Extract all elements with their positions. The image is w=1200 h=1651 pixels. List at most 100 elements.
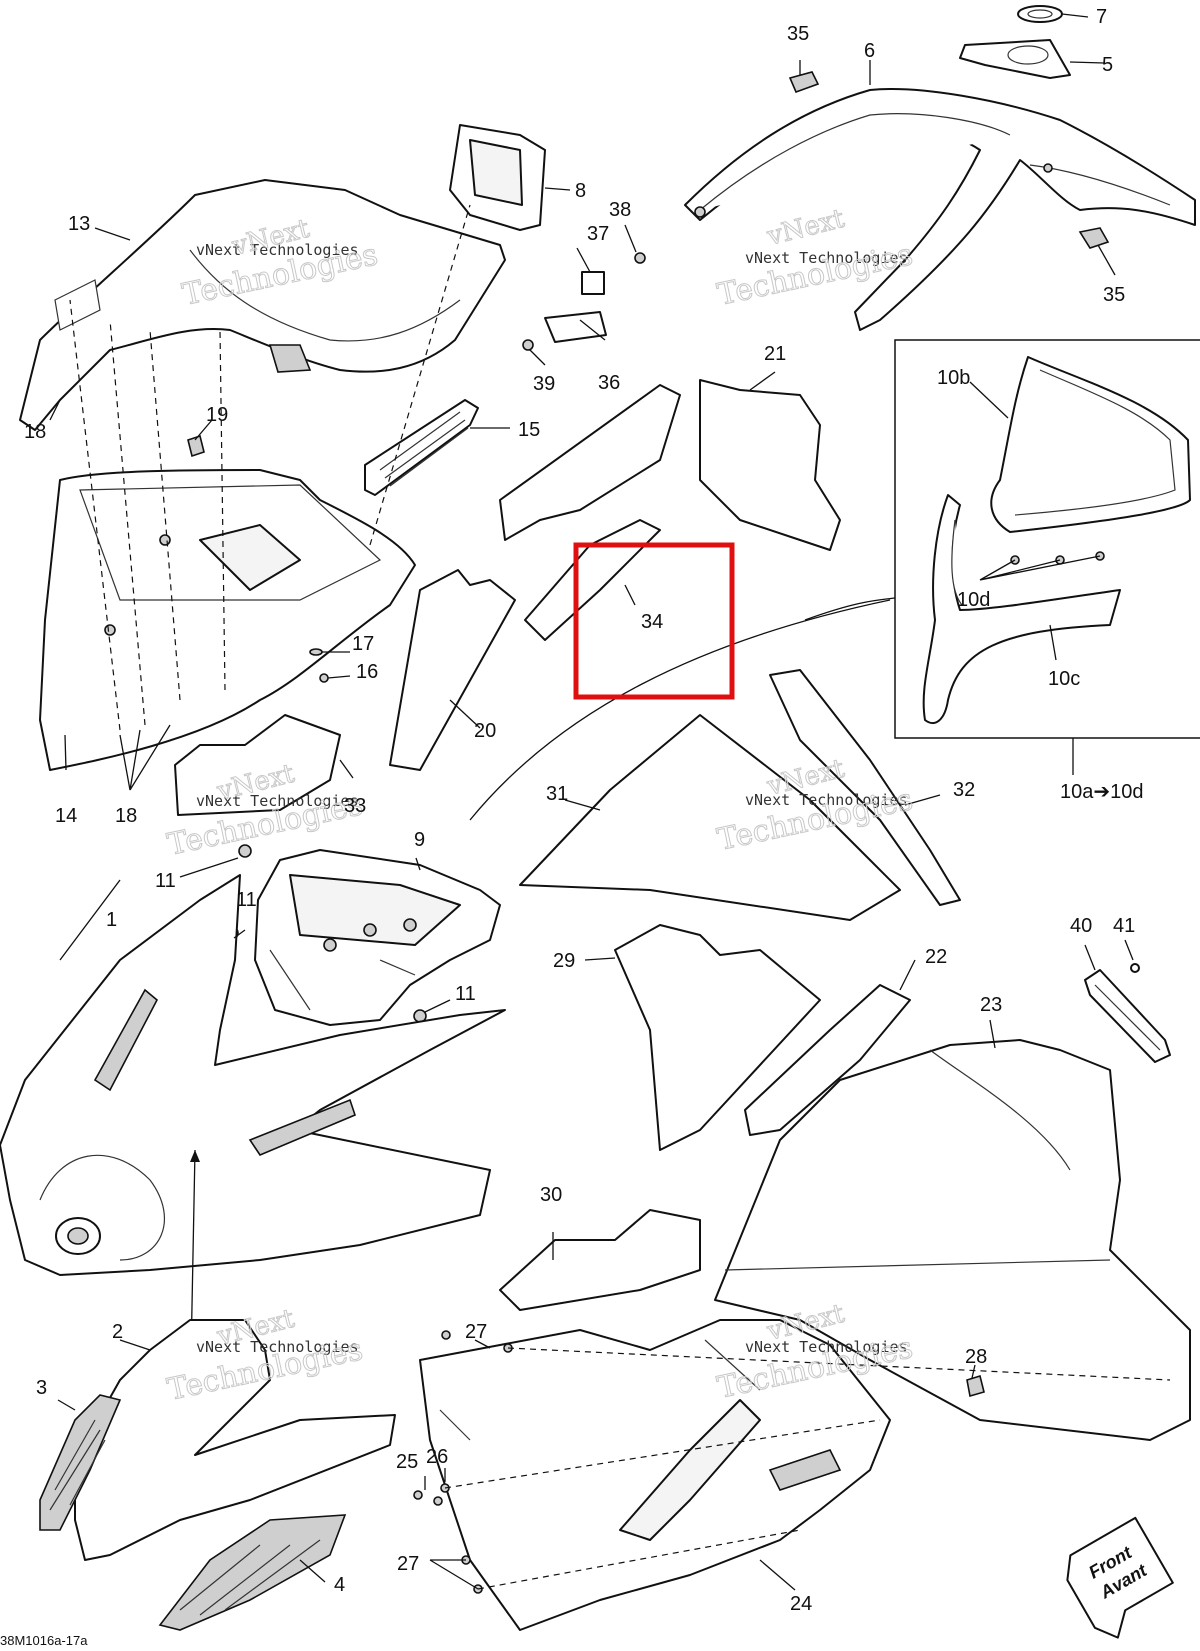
callout-16: 16: [356, 661, 378, 683]
callout-34: 34: [641, 611, 663, 633]
watermark-text-2: vNext Technologies: [745, 249, 908, 267]
callout-31: 31: [546, 783, 568, 805]
panel-34-upper: [499, 384, 681, 541]
callout-15: 15: [518, 419, 540, 441]
callout-33: 33: [344, 795, 366, 817]
callout-37: 37: [587, 223, 609, 245]
hood-1: [0, 874, 506, 1411]
side-panel-23: [714, 1039, 1191, 1441]
callout-9: 9: [414, 829, 425, 851]
handle-40: [1084, 969, 1171, 1063]
washer-17: [309, 648, 323, 656]
callout-4: 4: [334, 1574, 345, 1596]
callout-32: 32: [953, 779, 975, 801]
callout-36: 36: [598, 372, 620, 394]
panel-31: [519, 714, 901, 921]
panel-21: [699, 379, 841, 551]
nut-39: [522, 339, 534, 351]
headlight-9: [254, 849, 501, 1026]
callout-26: 26: [426, 1446, 448, 1468]
callout-22: 22: [925, 946, 947, 968]
callout-41: 41: [1113, 915, 1135, 937]
panel-34-lower: [524, 519, 661, 641]
callout-30: 30: [540, 1184, 562, 1206]
upper-frame-6: [684, 88, 1196, 331]
callout-23: 23: [980, 994, 1002, 1016]
front-direction-badge: Front Avant: [1066, 1516, 1174, 1639]
panel-33: [174, 714, 341, 816]
callout-24: 24: [790, 1593, 812, 1615]
highlight-box-34: [573, 542, 735, 700]
callout-labels: 1 2 3 4 5 6 7 8 9 10a➔10d 10b 10c 10d 11…: [24, 6, 1144, 1615]
upper-console-13: [19, 179, 506, 431]
panel-32: [769, 669, 961, 906]
clip-28: [966, 1374, 985, 1398]
panel-22: [744, 984, 911, 1136]
callout-10b: 10b: [937, 367, 970, 389]
watermark-text-3: vNext Technologies: [196, 792, 359, 810]
panel-20: [389, 569, 516, 771]
watermark-text-5: vNext Technologies: [196, 1338, 359, 1356]
callout-17: 17: [352, 633, 374, 655]
ring-7: [1017, 5, 1063, 23]
grille-3: [39, 1394, 122, 1531]
nut-37: [581, 271, 605, 295]
callout-1: 1: [106, 909, 117, 931]
lower-side-24: [419, 1319, 891, 1631]
callout-21: 21: [764, 343, 786, 365]
callout-38: 38: [609, 199, 631, 221]
callout-6: 6: [864, 40, 875, 62]
light-housing-8: [449, 124, 546, 231]
grille-4: [158, 1514, 347, 1631]
watermark-text-1: vNext Technologies: [196, 241, 359, 259]
callout-5: 5: [1102, 54, 1113, 76]
callout-20: 20: [474, 720, 496, 742]
figure-code: 38M1016a-17a: [0, 1633, 88, 1648]
callout-27-top: 27: [465, 1321, 487, 1343]
callout-3: 3: [36, 1377, 47, 1399]
watermark-outline-2b: vNext: [763, 204, 847, 252]
rivet-27-b: [433, 1496, 443, 1506]
callout-18-bottom: 18: [115, 805, 137, 827]
callout-19: 19: [206, 404, 228, 426]
grommet-11-top: [238, 844, 252, 858]
callout-29: 29: [553, 950, 575, 972]
callout-2: 2: [112, 1321, 123, 1343]
callout-40: 40: [1070, 915, 1092, 937]
windshield-inset: [804, 339, 1200, 775]
screw-38: [634, 252, 646, 264]
callout-35-right: 35: [1103, 284, 1125, 306]
deflector-10c: [922, 494, 1121, 725]
callout-25: 25: [396, 1451, 418, 1473]
plate-5: [959, 39, 1071, 79]
callout-10c: 10c: [1048, 668, 1080, 690]
panel-30: [499, 1209, 701, 1311]
callout-11-top: 11: [155, 870, 176, 892]
callout-13: 13: [68, 213, 90, 235]
callout-11-left: 11: [236, 889, 257, 911]
clip-35-top: [788, 71, 820, 94]
callout-14: 14: [55, 805, 77, 827]
screw-16: [319, 673, 329, 683]
callout-10d: 10d: [957, 589, 990, 611]
lower-nose-2: [74, 1319, 396, 1561]
rivet-27-top: [441, 1330, 451, 1340]
clip-35-right: [1078, 227, 1110, 249]
callout-35-top: 35: [787, 23, 809, 45]
panel-29: [614, 924, 821, 1151]
clip-19: [187, 434, 205, 458]
callout-7: 7: [1096, 6, 1107, 28]
lower-console-14: [39, 469, 416, 771]
screw-25: [413, 1490, 423, 1500]
callout-10a-10d: 10a➔10d: [1060, 781, 1144, 803]
callout-27-bottom: 27: [397, 1553, 419, 1575]
callout-18-top: 18: [24, 421, 46, 443]
watermark-text-6: vNext Technologies: [745, 1338, 908, 1356]
bracket-36: [544, 311, 607, 343]
watermark-text-4: vNext Technologies: [745, 791, 908, 809]
callout-8: 8: [575, 180, 586, 202]
callout-39: 39: [533, 373, 555, 395]
leader-lines: [49, 13, 1134, 1591]
vent-15: [364, 399, 479, 496]
